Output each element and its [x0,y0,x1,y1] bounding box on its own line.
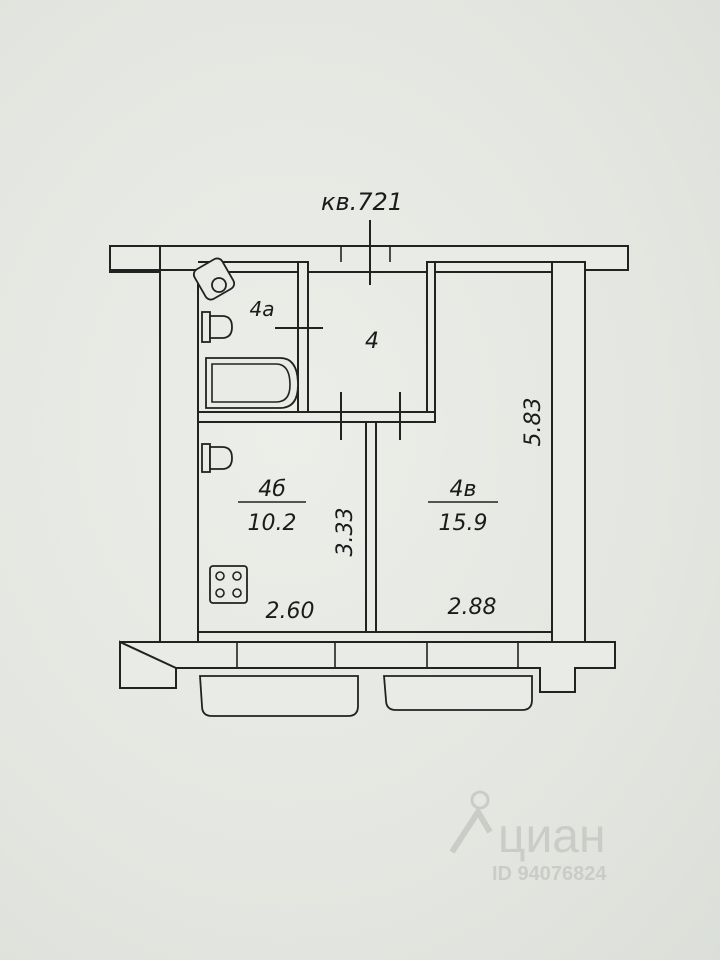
plan-labels: кв.721 4 4а 4б 10.2 4в 15.9 3.33 2.60 2.… [238,188,546,624]
watermark-brand: циан [498,810,606,863]
kitchen-fixtures [201,443,248,604]
stove-icon [209,565,248,604]
window-sills [199,675,533,717]
exterior-walls [109,245,629,693]
interior-partitions [197,261,552,633]
room-height-dimension: 5.83 [521,398,546,447]
room-4v-area: 15.9 [439,511,488,536]
door-markers [275,220,401,440]
room-4b-area: 10.2 [248,511,297,536]
room-4a-label: 4а [250,297,275,321]
room-4b-label: 4б [258,477,286,502]
room-4-label: 4 [365,329,379,354]
toilet-icon [201,311,233,343]
sink-icon [201,443,233,473]
watermark-id: ID 94076824 [492,863,607,885]
washbasin-icon [192,257,236,301]
apartment-label: кв.721 [321,188,403,216]
watermark: циан ID 94076824 [449,790,607,885]
kitchen-height-dimension: 3.33 [333,508,358,557]
bathtub-icon [205,357,299,409]
room-4v-label: 4в [450,477,477,502]
room-width-dimension: 2.88 [448,595,497,620]
bathroom-fixtures [192,257,299,409]
kitchen-width-dimension: 2.60 [266,599,315,624]
cian-logo-icon [449,790,493,854]
